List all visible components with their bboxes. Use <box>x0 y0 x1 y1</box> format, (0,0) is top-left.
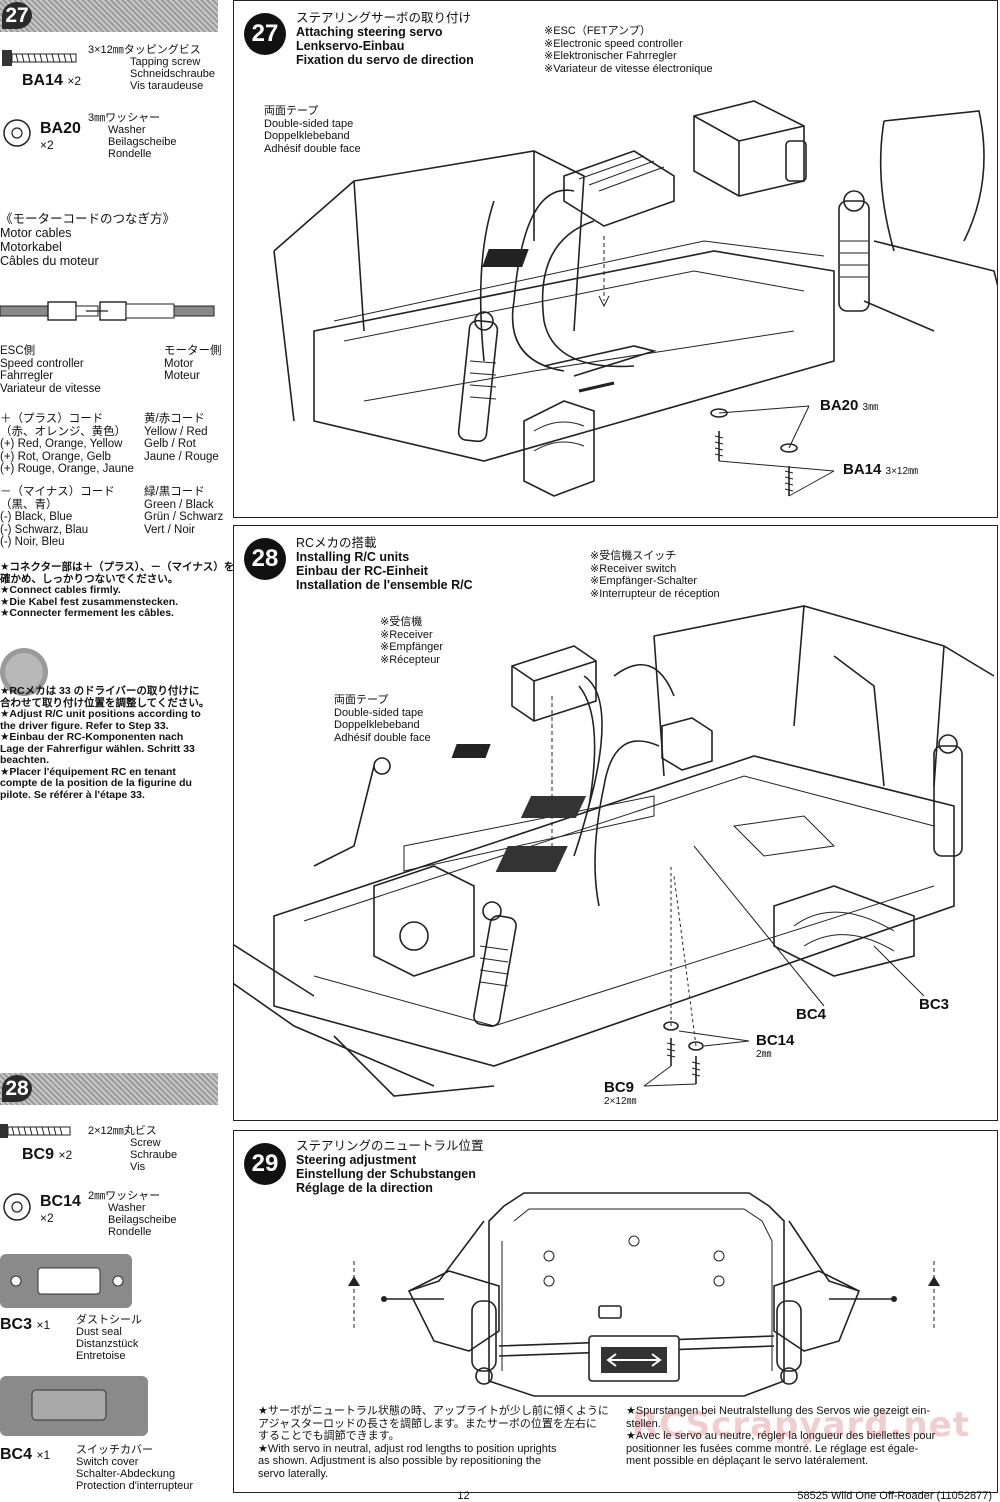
ba14-label: BA14 3×12㎜ <box>843 461 919 478</box>
tape-callout: 両面テープ Double-sided tape Doppelklebeband … <box>264 105 361 155</box>
part-desc-bc3: ダストシール Dust seal Distanzstück Entretoise <box>76 1314 142 1362</box>
part-desc-bc14: 2㎜ワッシャー Washer Beilagscheibe Rondelle <box>88 1190 177 1238</box>
step-27-title: ステアリングサーボの取り付け Attaching steering servo … <box>296 11 474 67</box>
part-desc-ba20: 3㎜ワッシャー Washer Beilagscheibe Rondelle <box>88 112 177 160</box>
steering-adjustment-illustration <box>348 1192 940 1397</box>
rc-position-note: ★RCメカは 33 のドライバーの取り付けに 合わせて取り付け位置を調整してくだ… <box>0 685 210 801</box>
part-code-bc3: BC3 ×1 <box>0 1316 51 1333</box>
ba20-label: BA20 3㎜ <box>820 397 879 414</box>
sidebar-header-27: 27 <box>0 0 218 32</box>
bc4-label: BC4 <box>796 1006 827 1023</box>
part-desc-ba14: 3×12㎜タッピングビス Tapping screw Schneidschrau… <box>88 44 216 92</box>
washer-icon <box>3 1193 31 1221</box>
step-28-panel: 28 RCメカの搭載 Installing R/C units Einbau d… <box>233 525 998 1121</box>
part-code-bc4: BC4 ×1 <box>0 1446 51 1463</box>
model-name: 58525 Wild One Off-Roader (11052877) <box>797 1490 992 1502</box>
motor-cables-title: 《モーターコードのつなぎ方》 Motor cables Motorkabel C… <box>0 212 176 268</box>
switch-cover-icon <box>0 1376 148 1436</box>
step-29-title: ステアリングのニュートラル位置 Steering adjustment Eins… <box>296 1139 484 1195</box>
page-footer: 12 58525 Wild One Off-Roader (11052877) <box>457 1490 992 1502</box>
round-screw-icon <box>0 1124 71 1138</box>
dust-seal-icon <box>0 1254 132 1308</box>
page-number: 12 <box>457 1490 470 1502</box>
attention-gear-icon <box>0 648 48 696</box>
part-code-ba14: BA14 ×2 <box>22 72 82 89</box>
motor-side-label: モーター側 Motor Moteur <box>164 345 222 382</box>
connector-diagram-icon <box>0 301 215 321</box>
minus-cable-right-label: 緑/黒コード Green / Black Grün / Schwarz Vert… <box>144 486 224 536</box>
step-number-badge: 27 <box>2 2 32 29</box>
steering-note-jp-en: ★サーボがニュートラル状態の時、アップライトが少し前に傾くように アジャスターロ… <box>258 1405 609 1480</box>
step-number-badge: 28 <box>2 1075 32 1102</box>
tape-callout: 両面テープ Double-sided tape Doppelklebeband … <box>334 694 431 744</box>
washer-icon <box>3 119 31 147</box>
tapping-screw-icon <box>2 50 77 66</box>
sidebar-header-28: 28 <box>0 1073 218 1105</box>
receiver-switch-callout: ※受信機スイッチ ※Receiver switch ※Empfänger-Sch… <box>590 550 720 600</box>
esc-callout: ※ESC（FETアンプ） ※Electronic speed controlle… <box>544 25 713 75</box>
step-27-panel: 27 ステアリングサーボの取り付け Attaching steering ser… <box>233 0 998 518</box>
step-29-badge: 29 <box>244 1143 286 1185</box>
chassis-servo-illustration <box>273 100 997 497</box>
plus-cable-label: ＋（プラス）コード （赤、オレンジ、黄色） (+) Red, Orange, Y… <box>0 413 134 475</box>
plus-cable-right-label: 黄/赤コード Yellow / Red Gelb / Rot Jaune / R… <box>144 413 219 463</box>
step-27-badge: 27 <box>244 13 286 55</box>
step-28-title: RCメカの搭載 Installing R/C units Einbau der … <box>296 536 473 592</box>
connect-cables-note: ★コネクター部は＋（プラス）、－（マイナス）を 確かめ、しっかりつないでください… <box>0 561 235 619</box>
receiver-callout: ※受信機 ※Receiver ※Empfänger ※Récepteur <box>380 616 444 666</box>
esc-side-label: ESC側 Speed controller Fahrregler Variate… <box>0 345 101 395</box>
watermark: RCScrapyard.net <box>631 1405 970 1445</box>
steering-note-de-fr: ★Spurstangen bei Neutralstellung des Ser… <box>626 1405 936 1467</box>
bc3-label: BC3 <box>919 996 950 1013</box>
minus-cable-label: －（マイナス）コード （黒、青） (-) Black, Blue (-) Sch… <box>0 486 115 548</box>
part-code-bc9: BC9 ×2 <box>22 1146 73 1163</box>
rc-install-illustration <box>234 605 995 1097</box>
step-29-panel: 29 ステアリングのニュートラル位置 Steering adjustment E… <box>233 1130 998 1493</box>
part-code-ba20: BA20×2 <box>40 120 81 152</box>
step-28-badge: 28 <box>244 538 286 580</box>
part-desc-bc4: スイッチカバー Switch cover Schalter-Abdeckung … <box>76 1444 194 1492</box>
part-code-bc14: BC14×2 <box>40 1193 81 1225</box>
part-desc-bc9: 2×12㎜丸ビス Screw Schraube Vis <box>88 1125 178 1173</box>
